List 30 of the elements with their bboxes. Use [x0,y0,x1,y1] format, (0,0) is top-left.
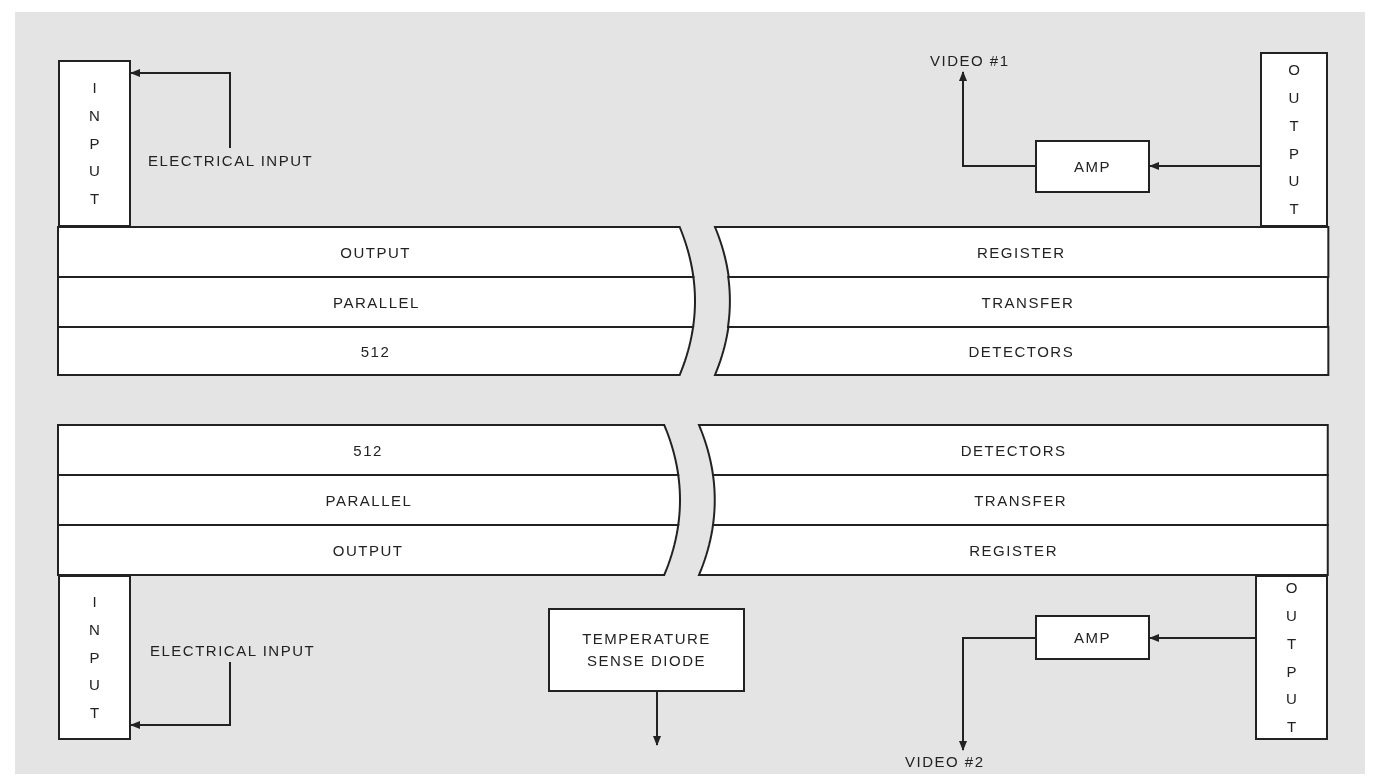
register-band-segment: OUTPUT [58,227,694,277]
signal-label: VIDEO #2 [905,750,1015,772]
signal-label: VIDEO #1 [930,48,1020,72]
register-band-segment: PARALLEL [58,475,680,525]
register-band-segment: PARALLEL [58,277,695,327]
arrow [1149,634,1256,642]
register-band-segment: TRANSFER [728,277,1328,327]
register-band-segment: TRANSFER [713,475,1328,525]
arrow [959,637,1036,751]
arrow [130,69,231,149]
arrow [653,691,661,746]
register-band-segment: 512 [58,327,694,375]
signal-label: ELECTRICAL INPUT [148,148,338,172]
arrow [1149,162,1261,170]
block-box: AMP [1035,140,1150,193]
signal-label: ELECTRICAL INPUT [150,638,340,662]
register-band-segment: DETECTORS [699,425,1328,475]
arrow [130,661,231,729]
vertical-label-box: INPUT [58,575,131,740]
register-band-segment: DETECTORS [714,327,1328,375]
register-band-segment: REGISTER [714,227,1328,277]
register-band-segment: 512 [58,425,679,475]
vertical-label-box: OUTPUT [1255,575,1328,740]
block-box: TEMPERATURE SENSE DIODE [548,608,745,692]
block-box: AMP [1035,615,1150,660]
vertical-label-box: INPUT [58,60,131,227]
register-band-segment: OUTPUT [58,525,679,575]
register-band-segment: REGISTER [699,525,1328,575]
arrow [959,71,1036,167]
vertical-label-box: OUTPUT [1260,52,1328,227]
